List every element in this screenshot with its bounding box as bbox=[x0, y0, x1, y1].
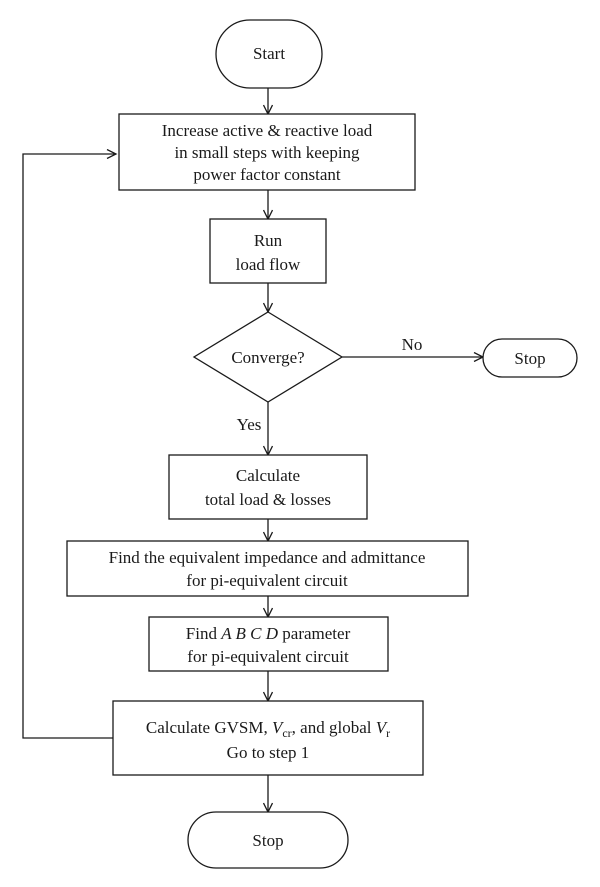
calc-line-1: Calculate bbox=[236, 466, 300, 485]
abcd-parameter-node: Find A B C D parameter for pi-equivalent… bbox=[148, 616, 389, 672]
abcd-suffix: parameter bbox=[278, 624, 351, 643]
gvsm-node: Calculate GVSM, Vcr, and global Vr Go to… bbox=[112, 700, 424, 776]
start-label: Start bbox=[253, 44, 285, 63]
abcd-line-1: Find A B C D parameter bbox=[186, 624, 351, 643]
calc-line-2: total load & losses bbox=[205, 490, 331, 509]
equiv-line-2: for pi-equivalent circuit bbox=[186, 571, 348, 590]
stop-side-label: Stop bbox=[514, 349, 545, 368]
edge-label-no: No bbox=[402, 335, 423, 354]
step1-node: Increase active & reactive load in small… bbox=[118, 113, 416, 191]
start-node: Start bbox=[215, 19, 323, 89]
gvsm-mid: , and global bbox=[292, 718, 376, 737]
converge-decision-node: Converge? bbox=[192, 311, 344, 403]
abcd-italic: A B C D bbox=[220, 624, 279, 643]
vcr-sub: cr bbox=[282, 726, 291, 740]
step1-line-3: power factor constant bbox=[193, 165, 341, 184]
step1-line-1: Increase active & reactive load bbox=[162, 121, 373, 140]
stop-end-label: Stop bbox=[252, 831, 283, 850]
edge-label-yes: Yes bbox=[237, 415, 262, 434]
edges bbox=[22, 88, 483, 812]
step1-line-2: in small steps with keeping bbox=[174, 143, 360, 162]
equiv-line-1: Find the equivalent impedance and admitt… bbox=[109, 548, 426, 567]
gvsm-prefix: Calculate GVSM, bbox=[146, 718, 272, 737]
gvsm-line-1: Calculate GVSM, Vcr, and global Vr bbox=[146, 718, 390, 740]
decision-label: Converge? bbox=[231, 348, 304, 367]
vr-sub: r bbox=[386, 726, 390, 740]
abcd-prefix: Find bbox=[186, 624, 221, 643]
run-line-2: load flow bbox=[236, 255, 301, 274]
calc-total-load-node: Calculate total load & losses bbox=[168, 454, 368, 520]
stop-end-node: Stop bbox=[187, 811, 349, 869]
edge-loop-back-to-step1 bbox=[22, 154, 116, 739]
gvsm-line-2: Go to step 1 bbox=[227, 743, 310, 762]
run-load-flow-node: Run load flow bbox=[209, 218, 327, 284]
vr-base: V bbox=[376, 718, 389, 737]
stop-side-node: Stop bbox=[482, 338, 578, 378]
equiv-impedance-node: Find the equivalent impedance and admitt… bbox=[66, 540, 469, 597]
abcd-line-2: for pi-equivalent circuit bbox=[187, 647, 349, 666]
run-line-1: Run bbox=[254, 231, 283, 250]
vcr-base: V bbox=[272, 718, 285, 737]
